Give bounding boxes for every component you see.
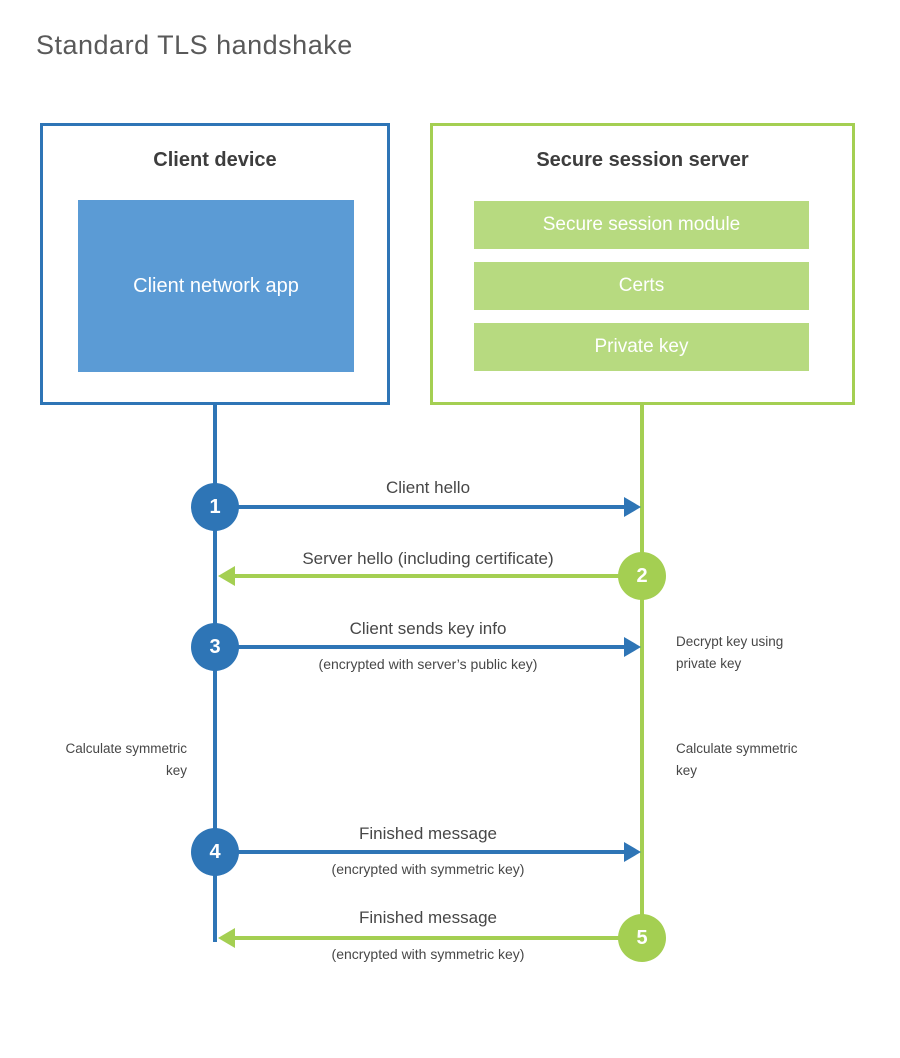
step1-label: Client hello: [385, 478, 471, 497]
client-device-box: Client device Client network app: [40, 123, 390, 405]
server-module-secure-session: Secure session module: [474, 201, 809, 249]
arrow-shaft: [215, 850, 628, 854]
client-device-title: Client device: [153, 149, 277, 171]
step2-arrow-left-icon: [218, 566, 642, 586]
note-calculate-symmetric-key-server: Calculate symmetric key: [676, 741, 798, 778]
step3-label: Client sends key info: [349, 619, 507, 638]
client-lifeline: [213, 405, 217, 942]
arrowhead-icon: [218, 928, 235, 948]
client-network-app-label: Client network app: [133, 275, 299, 297]
step1-badge: 1: [191, 483, 239, 531]
step5-sublabel: (encrypted with symmetric key): [331, 946, 525, 962]
step3-badge: 3: [191, 623, 239, 671]
step4-label: Finished message: [359, 824, 497, 843]
client-network-app-box: Client network app: [78, 200, 354, 372]
step5-arrow-left-icon: [218, 928, 642, 948]
server-module-private-key: Private key: [474, 323, 809, 371]
note-calculate-symmetric-key-client: Calculate symmetric key: [65, 741, 187, 778]
arrowhead-icon: [218, 566, 235, 586]
step3-sublabel: (encrypted with server’s public key): [318, 656, 538, 672]
note-decrypt-key: Decrypt key using private key: [676, 634, 784, 671]
arrow-shaft: [215, 505, 628, 509]
secure-session-server-title: Secure session server: [536, 149, 749, 171]
step5-badge: 5: [618, 914, 666, 962]
arrowhead-icon: [624, 842, 641, 862]
step2-label: Server hello (including certificate): [302, 549, 554, 568]
secure-session-server-box: Secure session server Secure session mod…: [430, 123, 855, 405]
arrow-shaft: [231, 574, 642, 578]
step1-arrow-right-icon: [215, 497, 641, 517]
step2-badge: 2: [618, 552, 666, 600]
arrowhead-icon: [624, 497, 641, 517]
step4-sublabel: (encrypted with symmetric key): [331, 861, 525, 877]
step5-label: Finished message: [359, 908, 497, 927]
server-lifeline: [640, 405, 644, 938]
arrowhead-icon: [624, 637, 641, 657]
step4-badge: 4: [191, 828, 239, 876]
page-title: Standard TLS handshake: [36, 30, 353, 60]
step3-arrow-right-icon: [215, 637, 641, 657]
server-module-certs: Certs: [474, 262, 809, 310]
arrow-shaft: [231, 936, 642, 940]
step4-arrow-right-icon: [215, 842, 641, 862]
arrow-shaft: [215, 645, 628, 649]
